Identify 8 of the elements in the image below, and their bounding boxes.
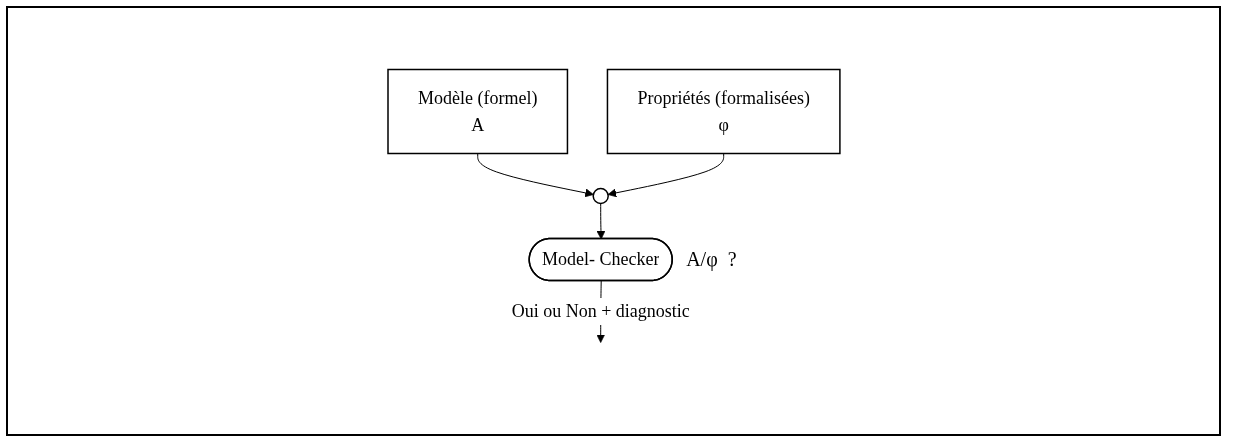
arrow [607,153,724,198]
arrow [596,203,605,240]
arrow [476,153,594,198]
edge-label: Oui ou Non + diagnostic [511,301,690,321]
node-circle [592,187,609,205]
node-note: A/φ ? [685,247,737,270]
node-box: Modèle (formel) A [386,68,568,155]
node-box: Propriétés (formalisées) φ [606,68,841,155]
